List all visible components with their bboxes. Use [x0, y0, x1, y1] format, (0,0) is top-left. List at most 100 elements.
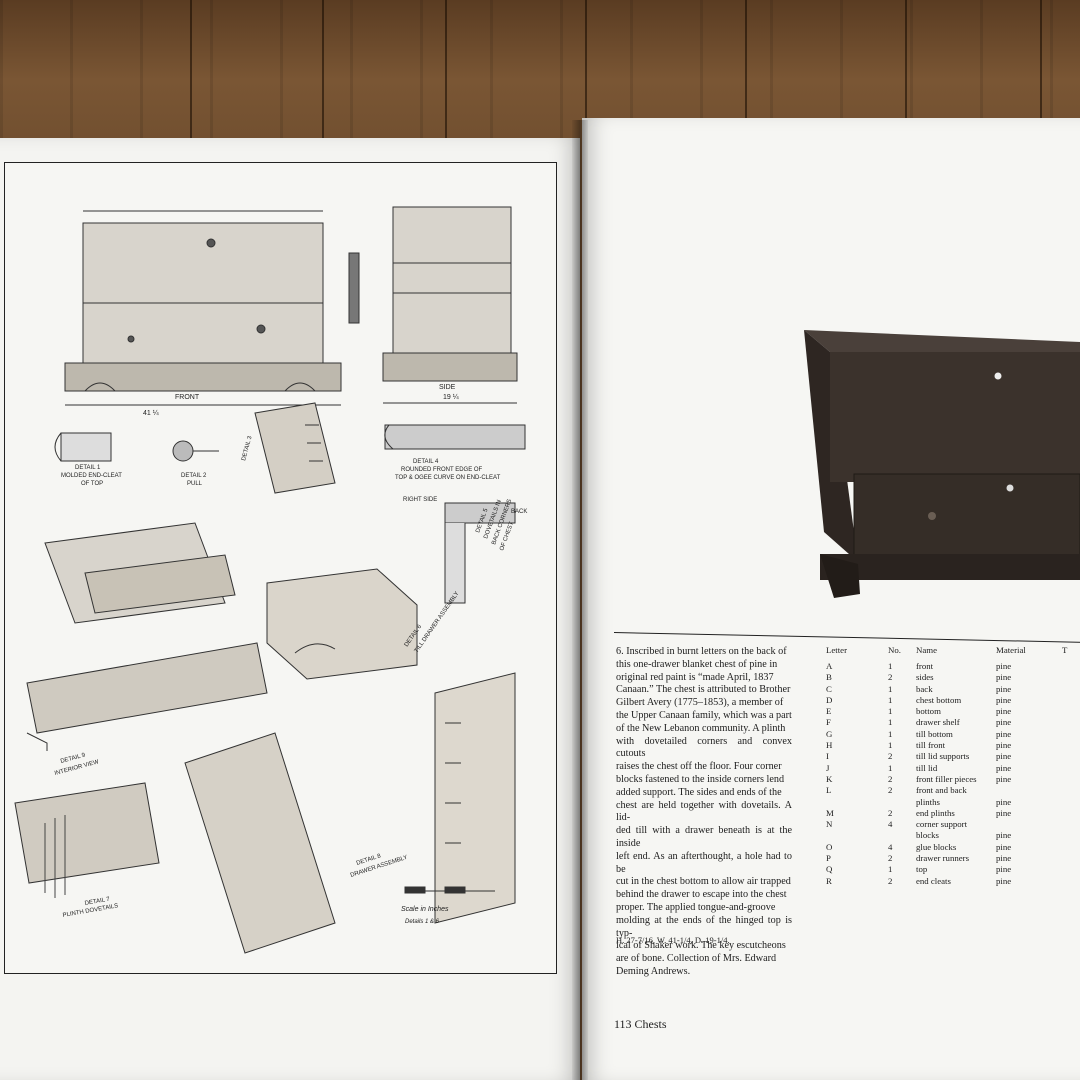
header-name: Name — [916, 645, 938, 655]
caption-line: added support. The sides and ends of the — [616, 786, 782, 798]
label-detail3: DETAIL 3 — [241, 435, 254, 462]
cell-material: pine — [996, 694, 1012, 705]
scale-bar — [404, 886, 495, 894]
header-no: No. — [888, 645, 901, 655]
cell-name: till lid supports — [916, 751, 970, 762]
label-detail2: DETAIL 2 — [181, 473, 207, 479]
cell-material: pine — [996, 706, 1012, 717]
caption-line: Gilbert Avery (1775–1853), a member of — [616, 697, 784, 709]
caption-line: 6. Inscribed in burnt letters on the bac… — [616, 646, 787, 657]
cell-name: front and back — [916, 785, 967, 796]
cell-letter: L — [826, 785, 832, 796]
caption-line: original red paint is “made April, 1837 — [616, 671, 774, 683]
label-detail4b: ROUNDED FRONT EDGE OF — [401, 467, 483, 473]
dimensions-text: H. 27-7/16, W. 41-1/4, D. 19-1/4. — [616, 935, 730, 945]
detail-5-back-corner-dovetails — [444, 502, 516, 604]
cell-material: pine — [996, 762, 1012, 773]
cell-no: 1 — [888, 661, 893, 671]
cell-no: 2 — [888, 672, 893, 683]
cell-material: pine — [996, 841, 1012, 852]
detail-3-dovetails — [254, 402, 336, 494]
cell-no: 1 — [888, 740, 893, 751]
cell-name: till bottom — [916, 728, 953, 739]
header-letter: Letter — [826, 645, 847, 655]
detail-8-drawer-assembly — [184, 672, 516, 954]
cell-letter: B — [826, 672, 832, 683]
cell-no: 4 — [888, 841, 893, 852]
caption-line: are of bone. Collection of Mrs. Edward — [616, 953, 777, 965]
cell-letter: P — [826, 853, 831, 864]
cell-material: pine — [996, 717, 1012, 728]
detail-2-pull — [172, 440, 219, 462]
cell-name: drawer runners — [916, 853, 970, 864]
detail-9-interior-view — [26, 642, 268, 751]
cell-material: pine — [996, 728, 1012, 739]
cell-material: pine — [996, 683, 1012, 694]
caption-line: this one-drawer blanket chest of pine in — [616, 658, 778, 670]
cell-letter: R — [826, 875, 832, 886]
cell-letter: O — [826, 841, 833, 852]
cell-letter: J — [826, 762, 830, 773]
cell-name: till front — [916, 740, 946, 751]
label-detail2b: PULL — [187, 481, 203, 487]
label-detail4c: TOP & OGEE CURVE ON END-CLEAT — [395, 475, 501, 481]
side-elevation-drawing — [382, 206, 518, 404]
label-front: FRONT — [175, 394, 200, 401]
measured-drawing-plate: FRONT 41 ¼ SIDE 19 ¼ DETAIL 1 MOLDED END… — [4, 162, 557, 974]
header-material: Material — [996, 645, 1026, 655]
cell-name: till lid — [916, 762, 938, 773]
caption-line: chest are held together with dovetails. … — [616, 799, 792, 824]
cell-material: pine — [996, 751, 1012, 762]
label-width: 41 ¼ — [143, 410, 159, 417]
caption-line: the Upper Canaan family, which was a par… — [616, 709, 792, 721]
cell-name: front — [916, 661, 934, 671]
caption-line: of the New Lebanon community. A plinth — [616, 722, 786, 734]
cell-letter: H — [826, 740, 833, 751]
cell-letter: E — [826, 706, 832, 717]
cell-name: drawer shelf — [916, 717, 960, 728]
cell-no: 2 — [888, 773, 893, 784]
cell-letter: D — [826, 694, 833, 705]
caption-line: Deming Andrews. — [616, 965, 691, 977]
caption-line: cut in the chest bottom to allow air tra… — [616, 876, 791, 888]
cell-no: 1 — [888, 706, 893, 717]
right-page — [582, 118, 1080, 1080]
cell-name: chest bottom — [916, 694, 962, 705]
label-scale: Scale in Inches — [401, 906, 449, 913]
cell-material: pine — [996, 672, 1012, 683]
caption-text: 6. Inscribed in burnt letters on the bac… — [616, 646, 792, 979]
label-detail4: DETAIL 4 — [413, 459, 439, 465]
cell-name: back — [916, 683, 933, 694]
book-gutter — [572, 120, 588, 1080]
cell-letter: G — [826, 728, 833, 739]
cell-name: end cleats — [916, 875, 951, 886]
page-folio: 113 Chests — [614, 1017, 667, 1031]
label-detail6b: TILL DRAWER ASSEMBLY — [414, 591, 461, 654]
label-detail1c: OF TOP — [81, 481, 103, 487]
caption-line: proper. The applied tongue-and-groove — [616, 901, 776, 913]
label-right-side: RIGHT SIDE — [403, 497, 437, 503]
caption-line: raises the chest off the floor. Four cor… — [616, 761, 782, 773]
label-detail1b: MOLDED END-CLEAT — [61, 473, 122, 479]
detail-4-front-edge — [384, 424, 526, 450]
cell-name: blocks — [916, 830, 939, 841]
cell-no: 2 — [888, 751, 893, 762]
cell-letter: A — [826, 661, 833, 671]
caption-line: blocks fastened to the inside corners le… — [616, 773, 785, 785]
